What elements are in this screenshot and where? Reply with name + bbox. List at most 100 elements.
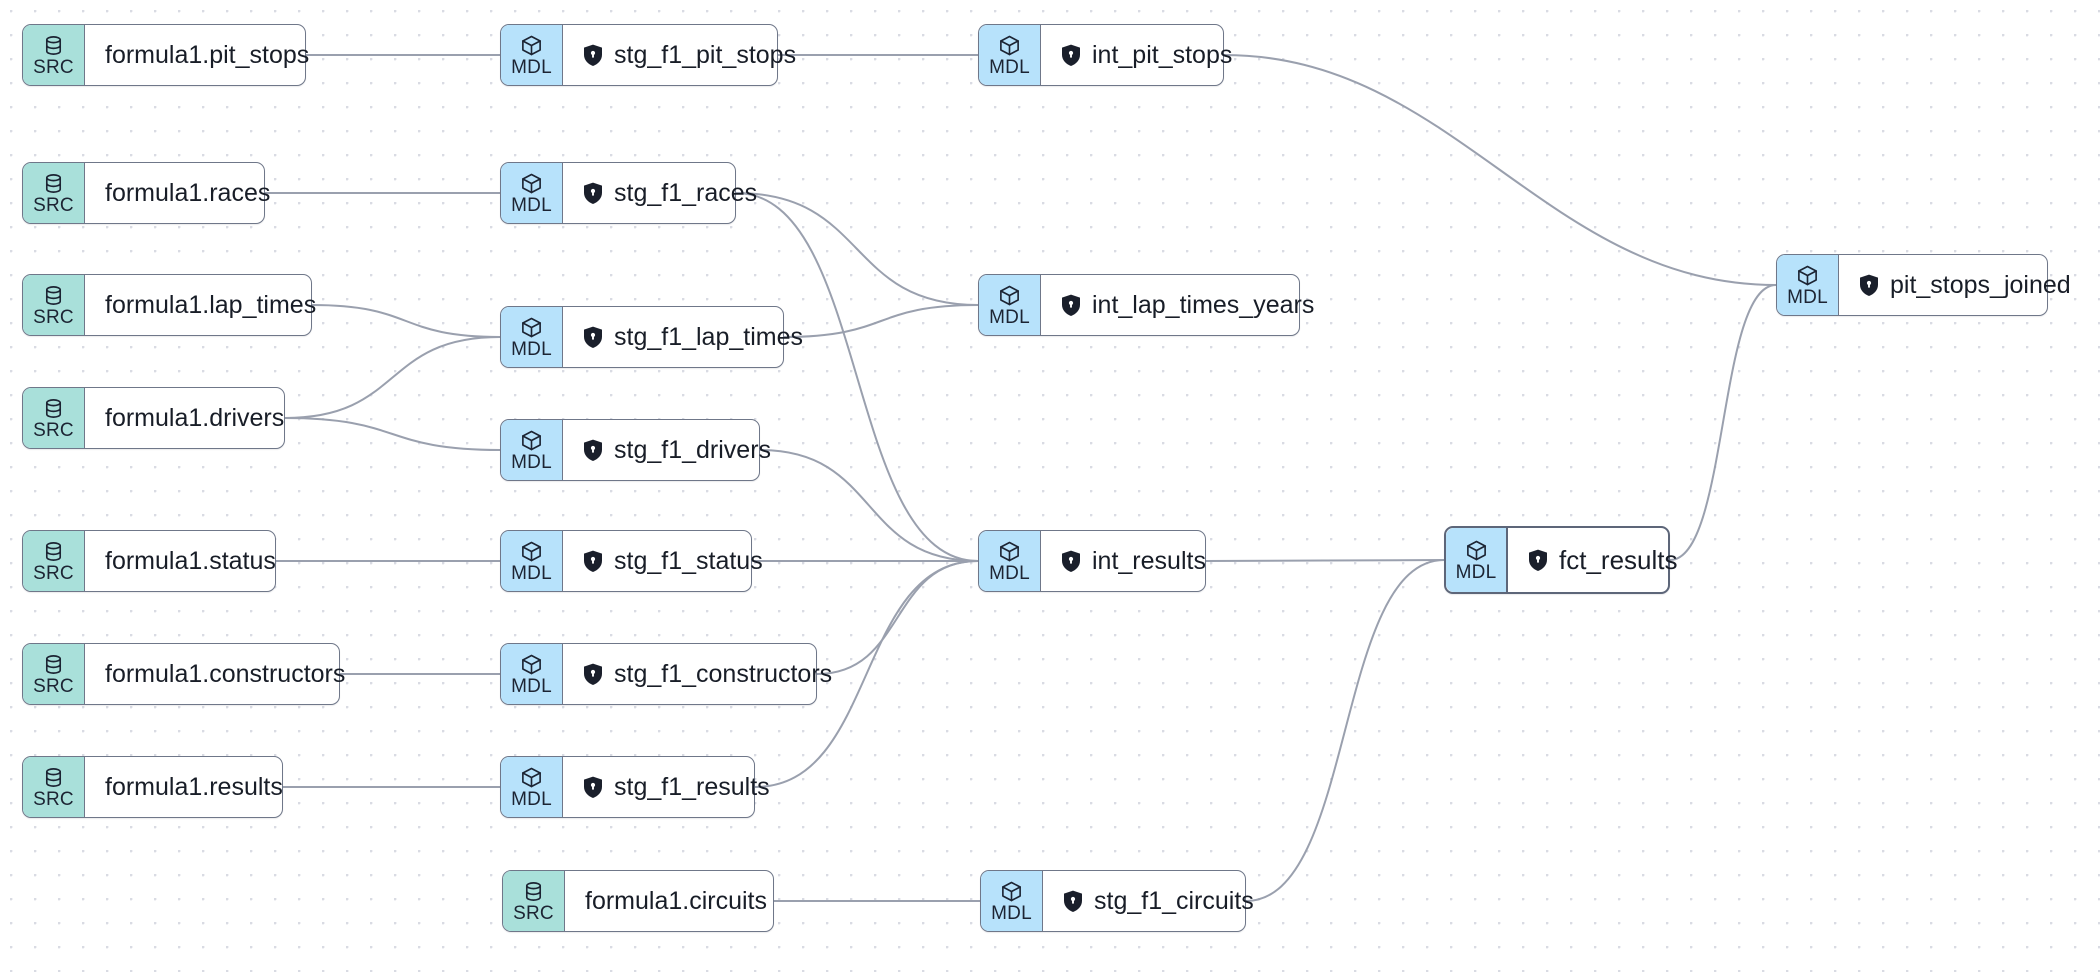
lineage-edge-src_drivers-to-stg_lap_times [284, 336, 501, 419]
node-label-wrap: formula1.pit_stops [85, 25, 327, 85]
src-badge: SRC [23, 757, 85, 817]
node-label-wrap: formula1.results [85, 757, 301, 817]
node-label-wrap: int_pit_stops [1041, 25, 1250, 85]
mdl-badge: MDL [981, 871, 1043, 931]
shield-lock-icon [583, 663, 603, 685]
lineage-node-stg_races[interactable]: MDL stg_f1_races [500, 162, 757, 224]
node-label-wrap: stg_f1_drivers [563, 420, 789, 480]
badge-text: MDL [1787, 286, 1828, 308]
lineage-node-stg_lap_times[interactable]: MDL stg_f1_lap_times [500, 306, 803, 368]
node-label-wrap: formula1.circuits [565, 871, 785, 931]
node-label: int_pit_stops [1092, 40, 1233, 69]
node-label: formula1.lap_times [105, 290, 317, 319]
badge-text: MDL [511, 562, 552, 584]
shield-lock-icon [1061, 550, 1081, 572]
cube-icon [998, 284, 1021, 307]
badge-text: SRC [33, 562, 74, 584]
cube-icon [1465, 539, 1488, 562]
node-label: formula1.circuits [585, 886, 767, 915]
badge-text: SRC [513, 902, 554, 924]
node-label: int_lap_times_years [1092, 290, 1315, 319]
node-label: int_results [1092, 546, 1206, 575]
lineage-node-int_lap_times_years[interactable]: MDL int_lap_times_years [978, 274, 1314, 336]
lineage-edge-stg_circuits-to-fct_results [1245, 559, 1445, 902]
badge-text: SRC [33, 788, 74, 810]
mdl-badge: MDL [1777, 255, 1839, 315]
mdl-badge: MDL [501, 25, 563, 85]
shield-lock-icon [1859, 274, 1879, 296]
node-label-wrap: stg_f1_races [563, 163, 775, 223]
node-label: formula1.races [105, 178, 271, 207]
node-label-wrap: stg_f1_results [563, 757, 788, 817]
lineage-edge-src_lap_times-to-stg_lap_times [311, 304, 501, 338]
node-label-wrap: stg_f1_lap_times [563, 307, 821, 367]
shield-lock-icon [583, 326, 603, 348]
badge-text: MDL [511, 788, 552, 810]
node-label-wrap: formula1.races [85, 163, 288, 223]
lineage-node-src_circuits[interactable]: SRC formula1.circuits [502, 870, 774, 932]
database-cylinder-icon [42, 540, 65, 563]
node-label-wrap: stg_f1_pit_stops [563, 25, 814, 85]
lineage-node-src_drivers[interactable]: SRC formula1.drivers [22, 387, 285, 449]
mdl-badge: MDL [501, 307, 563, 367]
cube-icon [998, 540, 1021, 563]
lineage-node-stg_circuits[interactable]: MDL stg_f1_circuits [980, 870, 1254, 932]
badge-text: SRC [33, 419, 74, 441]
node-label-wrap: stg_f1_circuits [1043, 871, 1272, 931]
mdl-badge: MDL [979, 25, 1041, 85]
database-cylinder-icon [42, 397, 65, 420]
node-label: stg_f1_lap_times [614, 322, 804, 351]
database-cylinder-icon [42, 284, 65, 307]
node-label: formula1.drivers [105, 403, 285, 432]
badge-text: MDL [989, 56, 1030, 78]
shield-lock-icon [1063, 890, 1083, 912]
cube-icon [520, 429, 543, 452]
database-cylinder-icon [42, 34, 65, 57]
cube-icon [520, 316, 543, 339]
node-label-wrap: int_lap_times_years [1041, 275, 1332, 335]
database-cylinder-icon [522, 880, 545, 903]
node-label-wrap: pit_stops_joined [1839, 255, 2089, 315]
shield-lock-icon [1061, 44, 1081, 66]
src-badge: SRC [23, 644, 85, 704]
mdl-badge: MDL [501, 163, 563, 223]
src-badge: SRC [23, 25, 85, 85]
cube-icon [520, 172, 543, 195]
lineage-node-pit_stops_joined[interactable]: MDL pit_stops_joined [1776, 254, 2071, 316]
node-label: stg_f1_races [614, 178, 758, 207]
node-label-wrap: formula1.status [85, 531, 294, 591]
node-label-wrap: formula1.lap_times [85, 275, 334, 335]
database-cylinder-icon [42, 653, 65, 676]
node-label: pit_stops_joined [1890, 270, 2071, 299]
node-label: stg_f1_pit_stops [614, 40, 797, 69]
mdl-badge: MDL [1446, 528, 1508, 592]
node-label-wrap: fct_results [1508, 528, 1696, 592]
database-cylinder-icon [42, 766, 65, 789]
node-label-wrap: formula1.drivers [85, 388, 302, 448]
lineage-node-int_pit_stops[interactable]: MDL int_pit_stops [978, 24, 1232, 86]
badge-text: SRC [33, 56, 74, 78]
node-label: stg_f1_circuits [1094, 886, 1254, 915]
node-label: stg_f1_drivers [614, 435, 772, 464]
cube-icon [520, 766, 543, 789]
mdl-badge: MDL [501, 644, 563, 704]
src-badge: SRC [23, 531, 85, 591]
cube-icon [520, 653, 543, 676]
lineage-node-stg_pit_stops[interactable]: MDL stg_f1_pit_stops [500, 24, 796, 86]
lineage-edge-fct_results-to-pit_stops_joined [1669, 284, 1777, 561]
node-label-wrap: formula1.constructors [85, 644, 363, 704]
mdl-badge: MDL [979, 275, 1041, 335]
